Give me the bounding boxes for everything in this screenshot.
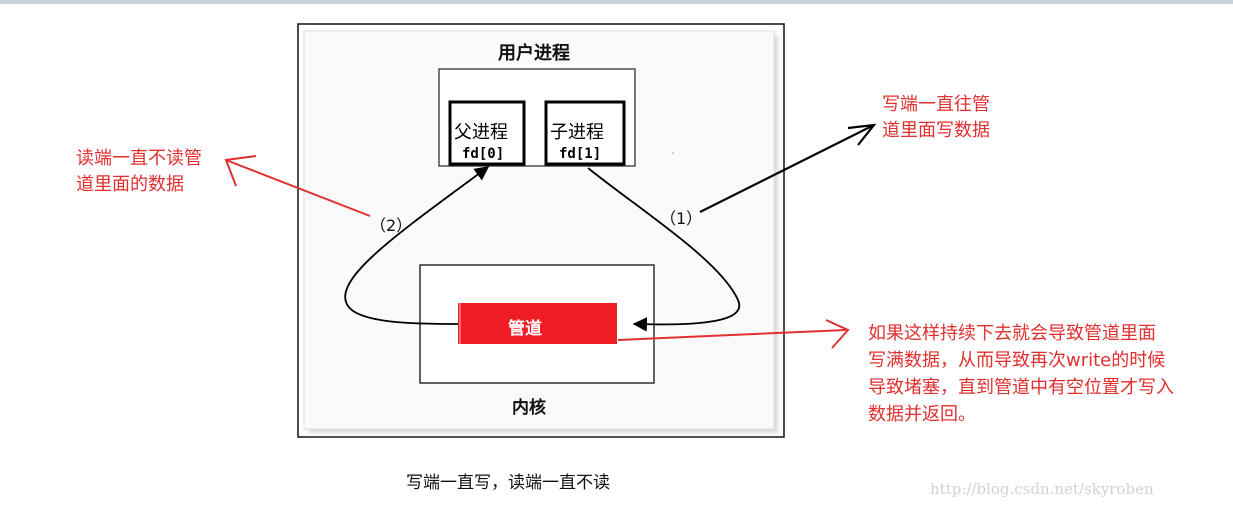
blocking-note: 如果这样持续下去就会导致管道里面 写满数据，从而导致再次write的时候 导致堵… (868, 320, 1174, 428)
flow-label-1: （1） (660, 209, 703, 228)
figure-caption: 写端一直写，读端一直不读 (406, 473, 610, 493)
blocking-note-line: 如果这样持续下去就会导致管道里面 (868, 323, 1156, 344)
flow-label-2: （2） (370, 216, 413, 235)
top-border (0, 0, 1233, 4)
watermark: http://blog.csdn.net/skyroben (930, 480, 1154, 498)
fd1-label: fd[1] (559, 146, 602, 162)
child-process-label: 子进程 (550, 122, 604, 143)
writer-note: 写端一直往管 道里面写数据 (882, 92, 990, 144)
write-flow-curve (587, 167, 741, 332)
reader-note-line: 读端一直不读管 (76, 148, 202, 169)
blocking-note-line: 导致堵塞，直到管道中有空位置才写入 (868, 377, 1174, 398)
reader-annotation-arrow (225, 159, 371, 217)
kernel-label: 内核 (512, 398, 546, 418)
read-flow-curve (344, 166, 490, 325)
reader-note-line: 道里面的数据 (76, 174, 184, 195)
writer-note-line: 道里面写数据 (882, 120, 990, 141)
parent-process-box (448, 100, 526, 166)
fd0-label: fd[0] (462, 146, 505, 162)
blocking-annotation-arrow (617, 329, 847, 341)
blocking-note-line: 写满数据，从而导致再次write的时候 (868, 350, 1166, 371)
pipe-label: 管道 (508, 319, 542, 339)
child-process-box (544, 100, 626, 166)
reader-note: 读端一直不读管 道里面的数据 (76, 146, 202, 198)
user-process-title: 用户进程 (498, 43, 570, 64)
writer-annotation-arrow (699, 125, 873, 213)
blocking-note-line: 数据并返回。 (868, 404, 976, 425)
writer-note-line: 写端一直往管 (882, 94, 990, 115)
parent-process-label: 父进程 (454, 122, 508, 143)
pipe-rect (458, 303, 617, 344)
